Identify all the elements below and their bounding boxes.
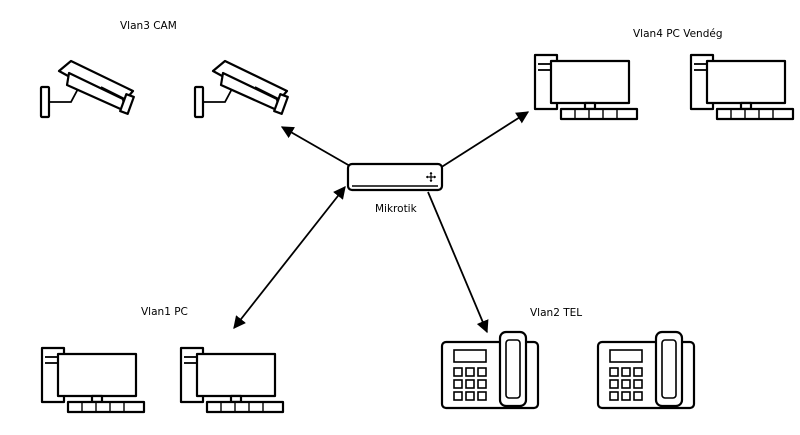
- guest-pc-label: Vlan4 PC Vendég: [633, 28, 722, 40]
- desktop-computer-icon: [533, 53, 639, 121]
- desk-phone-icon: [596, 330, 696, 410]
- edge-router-tel: [427, 191, 489, 334]
- security-camera-icon: [193, 59, 289, 119]
- edge-router-cam: [280, 126, 351, 167]
- router-label: Mikrotik: [375, 203, 418, 215]
- security-camera-icon: [39, 59, 135, 119]
- desktop-computer-icon: [179, 346, 285, 414]
- edge-router-guest-pc: [439, 111, 530, 169]
- router-icon: [346, 162, 444, 192]
- pc-label: Vlan1 PC: [141, 306, 188, 318]
- desk-phone-icon: [440, 330, 540, 410]
- edge-router-pc: [233, 186, 346, 329]
- desktop-computer-icon: [40, 346, 146, 414]
- cam-label: Vlan3 CAM: [120, 20, 177, 32]
- tel-label: Vlan2 TEL: [530, 307, 582, 319]
- desktop-computer-icon: [689, 53, 795, 121]
